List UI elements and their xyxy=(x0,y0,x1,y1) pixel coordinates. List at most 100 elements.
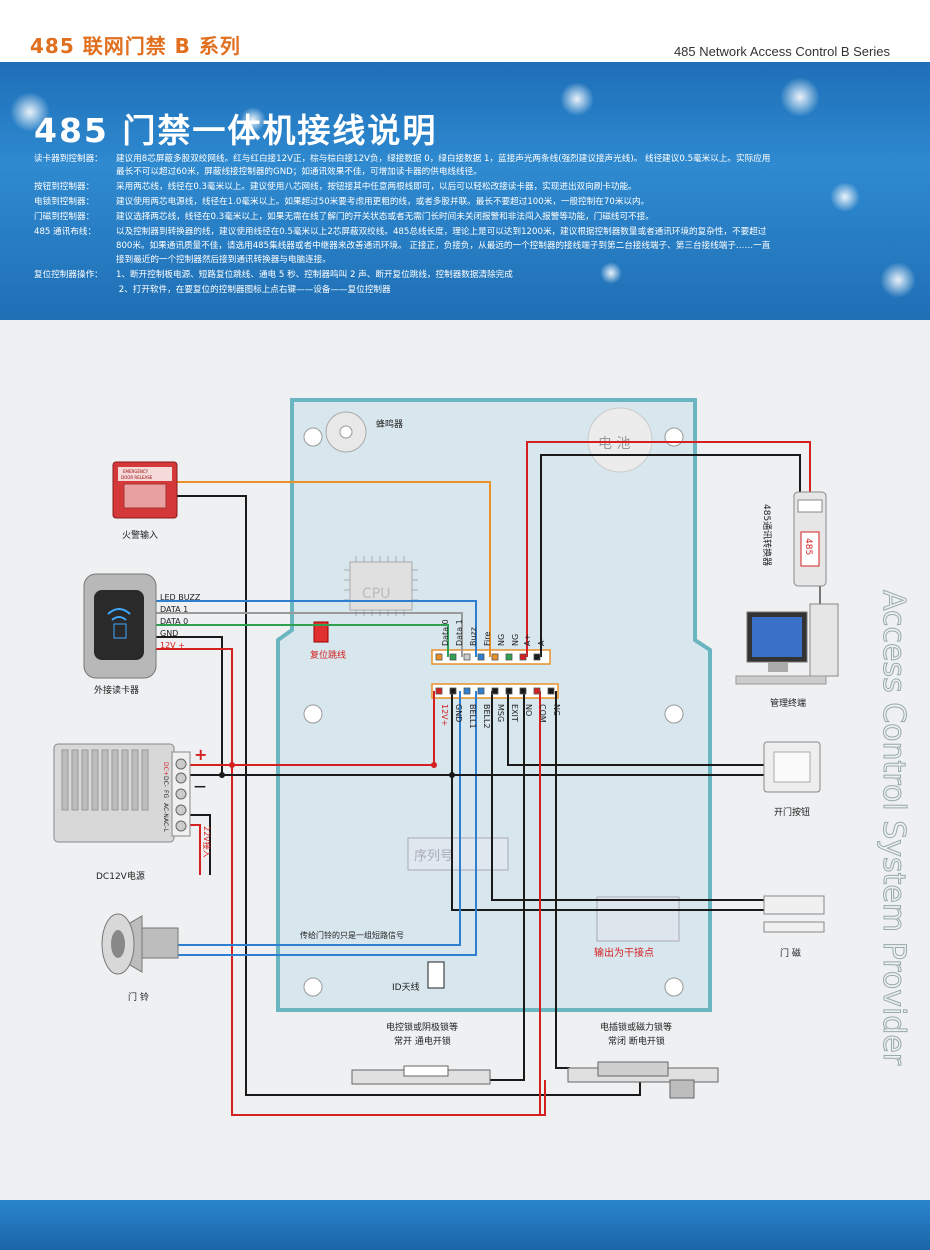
series-title-cn: 485 联网门禁 B 系列 xyxy=(30,34,241,58)
wire-msg xyxy=(491,691,820,901)
pin-bell2: BELL2 xyxy=(482,704,491,729)
pin-ng: NG xyxy=(511,634,520,646)
wire-fire-return xyxy=(175,495,641,1096)
wire-buzz xyxy=(156,600,477,657)
wire-reader-gnd xyxy=(156,636,223,775)
side-brand-text: Access Control System Provider xyxy=(876,590,911,1066)
mount-hole xyxy=(303,427,323,447)
svg-text:DC+: DC+ xyxy=(162,762,169,776)
desc-line: 按钮到控制器：采用两芯线，线径在0.3毫米以上。建议使用八芯网线，按钮接其中任意… xyxy=(34,182,637,192)
door-sensor-icon xyxy=(763,895,825,915)
reset-jumper-icon xyxy=(313,621,329,643)
psu-label: DC12V电源 xyxy=(96,870,145,882)
door-sensor-label: 门 磁 xyxy=(780,947,801,959)
desc-line: 读卡器到控制器：建议用8芯屏蔽多股双绞网线。红与红白接12V正，棕与棕白接12V… xyxy=(34,154,771,164)
relay-block xyxy=(596,896,680,942)
wire-reader-12v xyxy=(156,648,546,1116)
cpu-label: CPU xyxy=(362,586,390,602)
wire-ac-n xyxy=(190,824,201,875)
exit-button-label: 开门按钮 xyxy=(774,806,810,818)
wire-fire xyxy=(175,481,491,657)
pin-nc: NC xyxy=(552,704,561,716)
pin-exit: EXIT xyxy=(510,704,519,722)
desc-line: 485 通讯布线：以及控制器到转换器的线，建议使用线径在0.5毫米以上2芯屏蔽双… xyxy=(34,227,767,237)
pc-tower-icon xyxy=(809,603,839,677)
bell-label: 门 铃 xyxy=(128,991,149,1003)
wire-exit xyxy=(507,691,770,766)
desc-line: 接到最近的一个控制器然后接到通讯转换器与电脑连接。 xyxy=(116,255,331,265)
series-title-en: 485 Network Access Control B Series xyxy=(673,44,890,59)
svg-text:EMERGENCY: EMERGENCY xyxy=(123,469,149,474)
card-reader-label: 外接读卡器 xyxy=(94,684,139,696)
banner xyxy=(0,62,930,320)
reader-wire-label: DATA 1 xyxy=(160,605,188,614)
serial-number-label: 序列号 xyxy=(414,849,453,864)
mount-hole xyxy=(303,704,323,724)
keyboard-icon xyxy=(735,675,827,685)
mount-hole xyxy=(664,704,684,724)
pin-12v: 12V+ xyxy=(440,704,449,726)
converter-label: 485通讯转换器 xyxy=(761,504,773,566)
wire-485-a-plus xyxy=(526,441,811,657)
pin-msg: MSG xyxy=(496,704,505,722)
lock1-mode: 常开 通电开锁 xyxy=(394,1035,451,1047)
dry-contact-label: 输出为干接点 xyxy=(594,946,654,959)
pin-no: NO xyxy=(524,704,533,716)
desc-line: 2、打开软件，在要复位的控制器图标上点右键——设备——复位控制器 xyxy=(116,285,391,295)
sparkle xyxy=(780,77,820,117)
reader-wire-label: 12V + xyxy=(160,641,185,650)
pin-com: COM xyxy=(538,704,547,723)
controller-board xyxy=(276,398,712,1012)
desc-line: 最长不可以超过60米，屏蔽线接控制器的GND；如通讯效果不佳，可增加读卡器的供电… xyxy=(116,167,482,177)
reset-jumper-label: 复位跳线 xyxy=(310,649,346,661)
psu-input-label: 22V接入 xyxy=(202,826,212,858)
wire-ac-l xyxy=(190,814,211,875)
sparkle xyxy=(560,82,594,116)
plus-sign: + xyxy=(194,745,207,764)
wire-bell2 xyxy=(178,691,477,956)
pin-gnd: GND xyxy=(454,704,463,722)
id-antenna-label: ID天线 xyxy=(392,981,420,993)
sparkle xyxy=(10,92,50,132)
pin-fire: Fire xyxy=(483,632,492,646)
lock2-label: 电插锁或磁力锁等 xyxy=(600,1021,672,1033)
reader-wire-label: DATA 0 xyxy=(160,617,188,626)
pin-ng: NG xyxy=(497,634,506,646)
svg-text:FG: FG xyxy=(162,790,169,798)
minus-sign: — xyxy=(194,779,206,793)
footer-bar xyxy=(0,1200,930,1250)
mount-hole xyxy=(303,977,323,997)
reader-wire-label: LED BUZZ xyxy=(160,593,201,602)
desc-line: 800米。如果通讯质量不佳，请选用485集线器或者中继器来改善通讯环境。 正接正… xyxy=(116,241,771,251)
sparkle xyxy=(830,182,860,212)
wire-nc xyxy=(555,691,570,1069)
pin-bell1: BELL1 xyxy=(468,704,477,729)
id-antenna-connector xyxy=(427,961,445,989)
sparkle xyxy=(880,262,916,298)
svg-text:DC-: DC- xyxy=(162,776,169,787)
lock2-mode: 常闭 断电开锁 xyxy=(608,1035,665,1047)
sparkle xyxy=(600,262,622,284)
doorbell-note: 传给门铃的只是一组短路信号 xyxy=(300,930,404,940)
wire-data1 xyxy=(156,612,463,657)
battery-label: 电 池 xyxy=(598,436,630,452)
pin-a-minus: A- xyxy=(537,638,546,646)
desc-line: 复位控制器操作：1、断开控制板电源、短路复位跳线、通电 5 秒、控制器鸣叫 2 … xyxy=(34,270,513,280)
mount-hole xyxy=(664,977,684,997)
svg-text:AC-N: AC-N xyxy=(162,803,169,818)
pin-data1: Data 1 xyxy=(455,619,464,646)
reader-wire-label: GND xyxy=(160,629,178,638)
terminal-label: 管理终端 xyxy=(770,697,806,709)
pin-buzz: Buzz xyxy=(469,627,478,646)
pin-data0: Data 0 xyxy=(441,619,450,646)
desc-line: 门磁到控制器：建议选择两芯线，线径在0.3毫米以上，如果无需在线了解门的开关状态… xyxy=(34,212,654,222)
wire-sensor-gnd xyxy=(451,775,820,911)
lock1-label: 电控锁或阴极锁等 xyxy=(386,1021,458,1033)
svg-text:DOOR RELEASE: DOOR RELEASE xyxy=(121,475,153,480)
sparkle xyxy=(240,107,266,133)
wire-data0 xyxy=(156,624,449,657)
svg-text:AC-L: AC-L xyxy=(162,818,169,832)
wire-485-a-minus xyxy=(540,454,801,657)
